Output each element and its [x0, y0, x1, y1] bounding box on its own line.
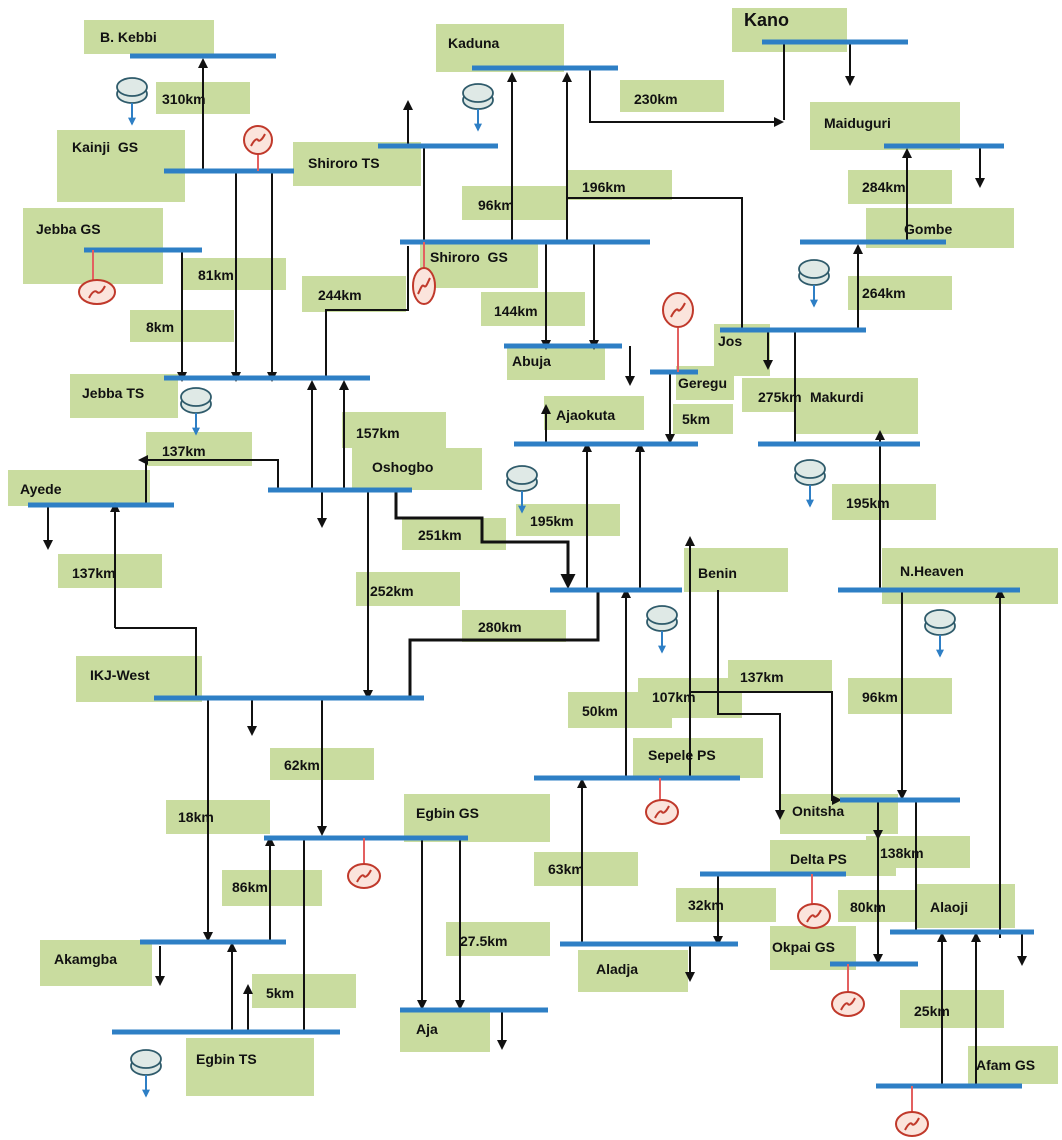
- distance-label: 32km: [688, 897, 724, 913]
- distance-label: 5km: [266, 985, 294, 1001]
- station-label-geregu: Geregu: [678, 375, 727, 391]
- station-label-kano: Kano: [744, 10, 789, 30]
- generator-icon: [78, 250, 116, 305]
- distance-label: 275km: [758, 389, 802, 405]
- transformer-icon: [462, 83, 494, 132]
- generator-icon: [347, 838, 381, 889]
- distance-label: 280km: [478, 619, 522, 635]
- distance-label: 96km: [478, 197, 514, 213]
- station-label-gombe: Gombe: [904, 221, 952, 237]
- distance-label: 230km: [634, 91, 678, 107]
- station-label-jebba-gs: Jebba GS: [36, 221, 101, 237]
- station-label-akamgba: Akamgba: [54, 951, 117, 967]
- generator-icon: [797, 874, 831, 929]
- distance-label: 137km: [162, 443, 206, 459]
- station-label-benin: Benin: [698, 565, 737, 581]
- station-label-alaoji: Alaoji: [930, 899, 968, 915]
- distance-label: 27.5km: [460, 933, 507, 949]
- transformer-icon: [506, 465, 538, 514]
- station-label-ajaokuta: Ajaokuta: [556, 407, 615, 423]
- station-label-n-heaven: N.Heaven: [900, 563, 964, 579]
- station-labels: Kano B. Kebbi Kaduna Maiduguri Kainji GS…: [20, 10, 1035, 1073]
- distance-label: 138km: [880, 845, 924, 861]
- transformer-icon: [130, 1049, 162, 1098]
- distance-label: 81km: [198, 267, 234, 283]
- generator-icon: [831, 964, 865, 1017]
- distance-label: 50km: [582, 703, 618, 719]
- distance-label: 157km: [356, 425, 400, 441]
- transmission-lines: [43, 42, 1027, 1086]
- station-label-aja: Aja: [416, 1021, 438, 1037]
- distance-label: 96km: [862, 689, 898, 705]
- station-label-sepele-ps: Sepele PS: [648, 747, 716, 763]
- distance-label: 252km: [370, 583, 414, 599]
- transformer-icon: [798, 259, 830, 308]
- transformer-icon: [794, 459, 826, 508]
- station-label-jebba-ts: Jebba TS: [82, 385, 144, 401]
- distance-label: 144km: [494, 303, 538, 319]
- station-label-aladja: Aladja: [596, 961, 638, 977]
- generator-icon: [662, 292, 694, 372]
- generator-icon: [895, 1086, 929, 1137]
- distance-label: 80km: [850, 899, 886, 915]
- station-label-makurdi: Makurdi: [810, 389, 864, 405]
- station-label-oshogbo: Oshogbo: [372, 459, 433, 475]
- station-label-onitsha: Onitsha: [792, 803, 844, 819]
- station-label-ikj-west: IKJ-West: [90, 667, 150, 683]
- distance-label: 137km: [740, 669, 784, 685]
- distance-label: 195km: [846, 495, 890, 511]
- distance-label: 86km: [232, 879, 268, 895]
- transformer-icon: [924, 609, 956, 658]
- station-label-ayede: Ayede: [20, 481, 62, 497]
- distance-label: 264km: [862, 285, 906, 301]
- distance-label: 8km: [146, 319, 174, 335]
- station-label-okpai-gs: Okpai GS: [772, 939, 835, 955]
- station-label-egbin-gs: Egbin GS: [416, 805, 479, 821]
- generator-icon: [412, 242, 436, 305]
- station-label-b-kebbi: B. Kebbi: [100, 29, 157, 45]
- station-label-shiroro-gs: Shiroro GS: [430, 249, 508, 265]
- transformer-icon: [646, 605, 678, 654]
- distance-label: 5km: [682, 411, 710, 427]
- distance-label: 63km: [548, 861, 584, 877]
- generator-icon: [645, 778, 679, 825]
- distance-label: 25km: [914, 1003, 950, 1019]
- station-label-kainji-gs: Kainji GS: [72, 139, 138, 155]
- station-label-jos: Jos: [718, 333, 742, 349]
- generator-icon: [243, 125, 273, 171]
- distance-label: 137km: [72, 565, 116, 581]
- distance-label: 244km: [318, 287, 362, 303]
- station-label-shiroro-ts: Shiroro TS: [308, 155, 380, 171]
- distance-label: 251km: [418, 527, 462, 543]
- transformer-icon: [180, 387, 212, 436]
- distance-label: 107km: [652, 689, 696, 705]
- distance-label: 62km: [284, 757, 320, 773]
- station-label-delta-ps: Delta PS: [790, 851, 847, 867]
- station-label-maiduguri: Maiduguri: [824, 115, 891, 131]
- transformer-icon: [116, 77, 148, 126]
- distance-label: 284km: [862, 179, 906, 195]
- station-label-egbin-ts: Egbin TS: [196, 1051, 257, 1067]
- distance-label: 310km: [162, 91, 206, 107]
- distance-label: 18km: [178, 809, 214, 825]
- distance-labels: 310km 230km 284km 96km 196km 264km 81km …: [72, 91, 950, 1019]
- station-label-abuja: Abuja: [512, 353, 551, 369]
- distance-label: 196km: [582, 179, 626, 195]
- station-label-kaduna: Kaduna: [448, 35, 500, 51]
- label-boxes: [8, 8, 1058, 1096]
- station-label-afam-gs: Afam GS: [976, 1057, 1035, 1073]
- distance-label: 195km: [530, 513, 574, 529]
- buses: [28, 39, 1034, 1089]
